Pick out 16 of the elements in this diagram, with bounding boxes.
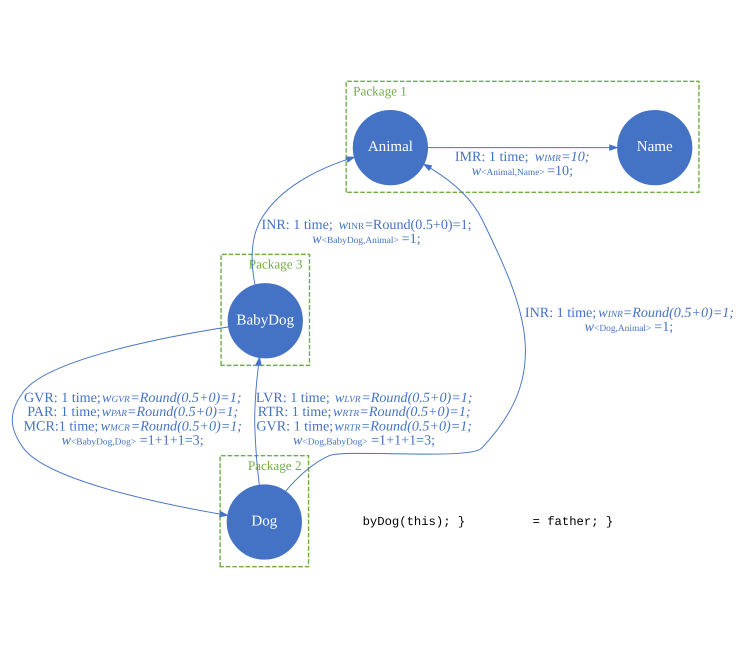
arrow xyxy=(254,356,262,486)
node-circle: Name xyxy=(617,109,692,185)
edge-label: INR: 1 time;wINR=Round(0.5+0)=1; w<Dog,Animal>=1; xyxy=(524,304,734,335)
node-circle: Animal xyxy=(352,109,428,185)
label: byDog(this); } xyxy=(362,514,466,529)
edge-label: IMR: 1 time; wIMR=10; w<Animal,Name>=10; xyxy=(454,148,590,178)
arrow xyxy=(252,156,356,285)
edge-label: LVR: 1 time; wLVR=Round(0.5+0)=1; RTR: 1 time;wRTR=Round(0.5+0)=1; GVR: 1 time;wRTR=Round(0.5+0)=1; w<Dog,BabyDog>=1+1+1=3; xyxy=(256,390,472,448)
label: = father; } xyxy=(532,514,614,529)
arrow xyxy=(427,144,619,150)
edge-label: GVR: 1 time;wGVR=Round(0.5+0)=1; PAR: 1 time;wPAR=Round(0.5+0)=1; MCR:1 time;wMCR=Round(0.5+0)=1; w<BabyDog,Dog>=1+1+1=3; xyxy=(24,390,242,448)
arrow xyxy=(285,163,526,492)
edge-label: INR: 1 time; wINR=Round(0.5+0)=1; w<BabyDog,Animal>=1; xyxy=(262,216,472,247)
node-circle: Dog xyxy=(226,484,302,560)
node-circle: BabyDog xyxy=(228,282,303,358)
arrow xyxy=(12,326,230,517)
